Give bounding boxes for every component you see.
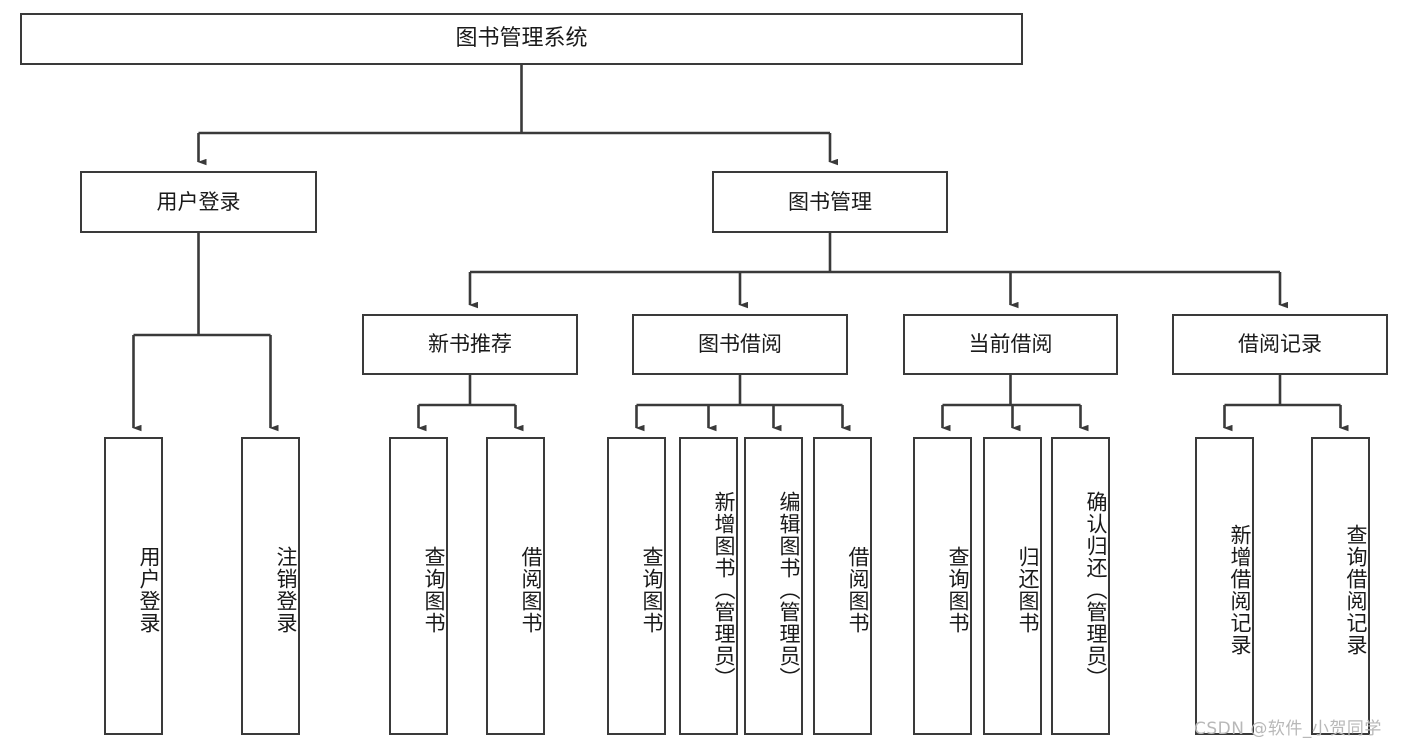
node-label: 图书借阅	[698, 332, 782, 357]
node-book-management[interactable]: 图书管理	[712, 171, 948, 233]
node-leaf-confirm-return-admin[interactable]: 确认归还（管理员）	[1051, 437, 1110, 735]
node-label: 查询图书	[640, 546, 664, 634]
node-label: 查询借阅记录	[1344, 524, 1368, 656]
node-leaf-borrow-book-rec[interactable]: 借阅图书	[486, 437, 545, 735]
node-leaf-edit-book-admin[interactable]: 编辑图书（管理员）	[744, 437, 803, 735]
node-label: 新书推荐	[428, 332, 512, 357]
node-label: 借阅记录	[1238, 332, 1322, 357]
node-label: 图书管理系统	[455, 26, 588, 52]
node-leaf-add-borrow-record[interactable]: 新增借阅记录	[1195, 437, 1254, 735]
node-user-login[interactable]: 用户登录	[80, 171, 317, 233]
node-leaf-return-book[interactable]: 归还图书	[983, 437, 1042, 735]
node-label: 查询图书	[946, 546, 970, 634]
node-leaf-query-book-current[interactable]: 查询图书	[913, 437, 972, 735]
node-leaf-query-book-rec[interactable]: 查询图书	[389, 437, 448, 735]
node-label: 归还图书	[1016, 546, 1040, 634]
node-label: 新增图书（管理员）	[712, 491, 736, 689]
node-borrow-record[interactable]: 借阅记录	[1172, 314, 1388, 375]
node-label: 编辑图书（管理员）	[777, 491, 801, 689]
node-book-borrow[interactable]: 图书借阅	[632, 314, 848, 375]
node-label: 确认归还（管理员）	[1084, 491, 1108, 689]
node-leaf-query-borrow-record[interactable]: 查询借阅记录	[1311, 437, 1370, 735]
node-leaf-add-book-admin[interactable]: 新增图书（管理员）	[679, 437, 738, 735]
node-leaf-borrow-book[interactable]: 借阅图书	[813, 437, 872, 735]
node-new-book-recommend[interactable]: 新书推荐	[362, 314, 578, 375]
node-leaf-user-login[interactable]: 用户登录	[104, 437, 163, 735]
node-label: 借阅图书	[846, 546, 870, 634]
node-label: 新增借阅记录	[1228, 524, 1252, 656]
node-label: 查询图书	[422, 546, 446, 634]
node-label: 注销登录	[274, 546, 298, 634]
node-label: 当前借阅	[968, 332, 1053, 357]
node-label: 图书管理	[788, 189, 872, 214]
node-label: 用户登录	[156, 189, 241, 214]
node-root[interactable]: 图书管理系统	[20, 13, 1023, 65]
node-label: 借阅图书	[519, 546, 543, 634]
node-current-borrow[interactable]: 当前借阅	[903, 314, 1118, 375]
csdn-watermark: CSDN @软件_小贺同学	[1194, 719, 1382, 739]
node-leaf-user-logout[interactable]: 注销登录	[241, 437, 300, 735]
node-leaf-query-book-borrow[interactable]: 查询图书	[607, 437, 666, 735]
node-label: 用户登录	[137, 546, 161, 634]
